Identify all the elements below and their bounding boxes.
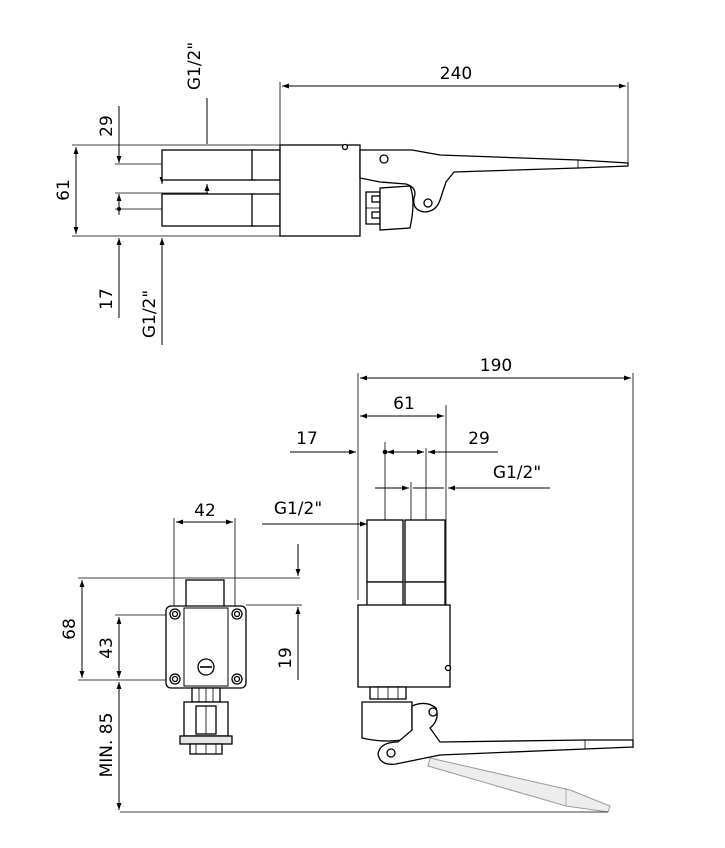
dim-top-length: 240 [440, 64, 472, 84]
dim-side-29: 29 [468, 429, 490, 449]
top-view [72, 82, 629, 345]
dim-side-61: 61 [393, 394, 415, 414]
dim-front-68: 68 [60, 618, 80, 640]
dim-top-61: 61 [54, 179, 74, 201]
dim-side-thread-left: G1/2" [274, 499, 322, 519]
side-view [262, 373, 634, 813]
dim-front-43: 43 [97, 637, 117, 659]
dim-side-thread-right: G1/2" [493, 463, 541, 483]
dim-side-length: 190 [480, 356, 512, 376]
dim-top-thread-upper: G1/2" [185, 42, 205, 90]
dim-side-17: 17 [296, 429, 318, 449]
dim-front-min85: MIN. 85 [97, 713, 117, 778]
dim-top-17: 17 [97, 288, 117, 310]
front-view [78, 518, 608, 813]
dim-top-thread-lower: G1/2" [140, 290, 160, 338]
dim-top-29: 29 [97, 115, 117, 137]
dim-front-42: 42 [194, 501, 216, 521]
dim-front-19: 19 [276, 647, 296, 669]
